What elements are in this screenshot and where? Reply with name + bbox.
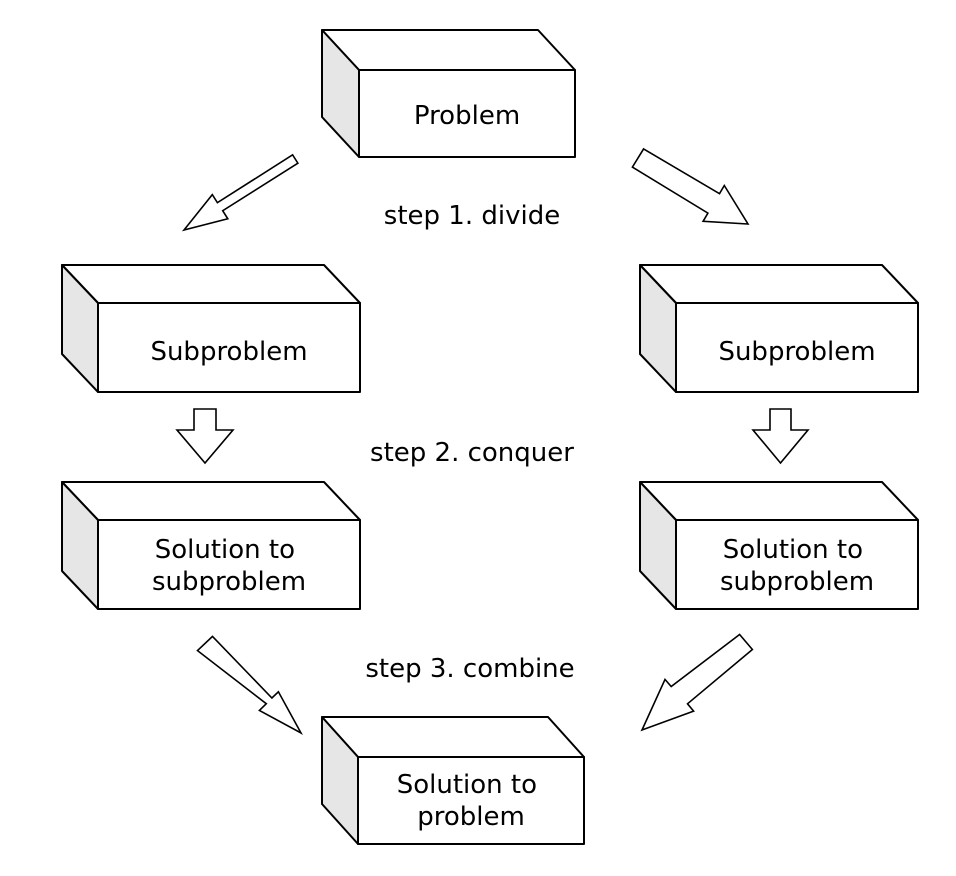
box-problem: Problem xyxy=(321,29,576,158)
arrow-divide-right xyxy=(631,147,750,225)
box-solution-subproblem-left: Solution to subproblem xyxy=(61,481,361,610)
arrow-conquer-right xyxy=(751,408,810,465)
box-subproblem-left-label: Subproblem xyxy=(150,337,307,367)
box-solution-subproblem-left-label: Solution to subproblem xyxy=(152,535,306,597)
box-subproblem-left: Subproblem xyxy=(61,264,361,393)
box-solution-problem: Solution to problem xyxy=(321,716,585,845)
box-solution-subproblem-right-label: Solution to subproblem xyxy=(720,535,874,597)
box-subproblem-right-label: Subproblem xyxy=(718,337,875,367)
arrow-combine-right xyxy=(640,633,754,732)
box-solution-problem-label: Solution to problem xyxy=(397,770,546,832)
box-subproblem-right: Subproblem xyxy=(639,264,919,393)
arrow-conquer-left xyxy=(175,408,235,465)
step-combine-label: step 3. combine xyxy=(365,654,574,684)
arrow-combine-left xyxy=(196,635,304,736)
arrow-divide-left xyxy=(181,153,300,232)
step-divide-label: step 1. divide xyxy=(384,201,560,231)
box-solution-subproblem-right: Solution to subproblem xyxy=(639,481,919,610)
box-problem-label: Problem xyxy=(414,101,520,131)
step-conquer-label: step 2. conquer xyxy=(370,438,574,468)
